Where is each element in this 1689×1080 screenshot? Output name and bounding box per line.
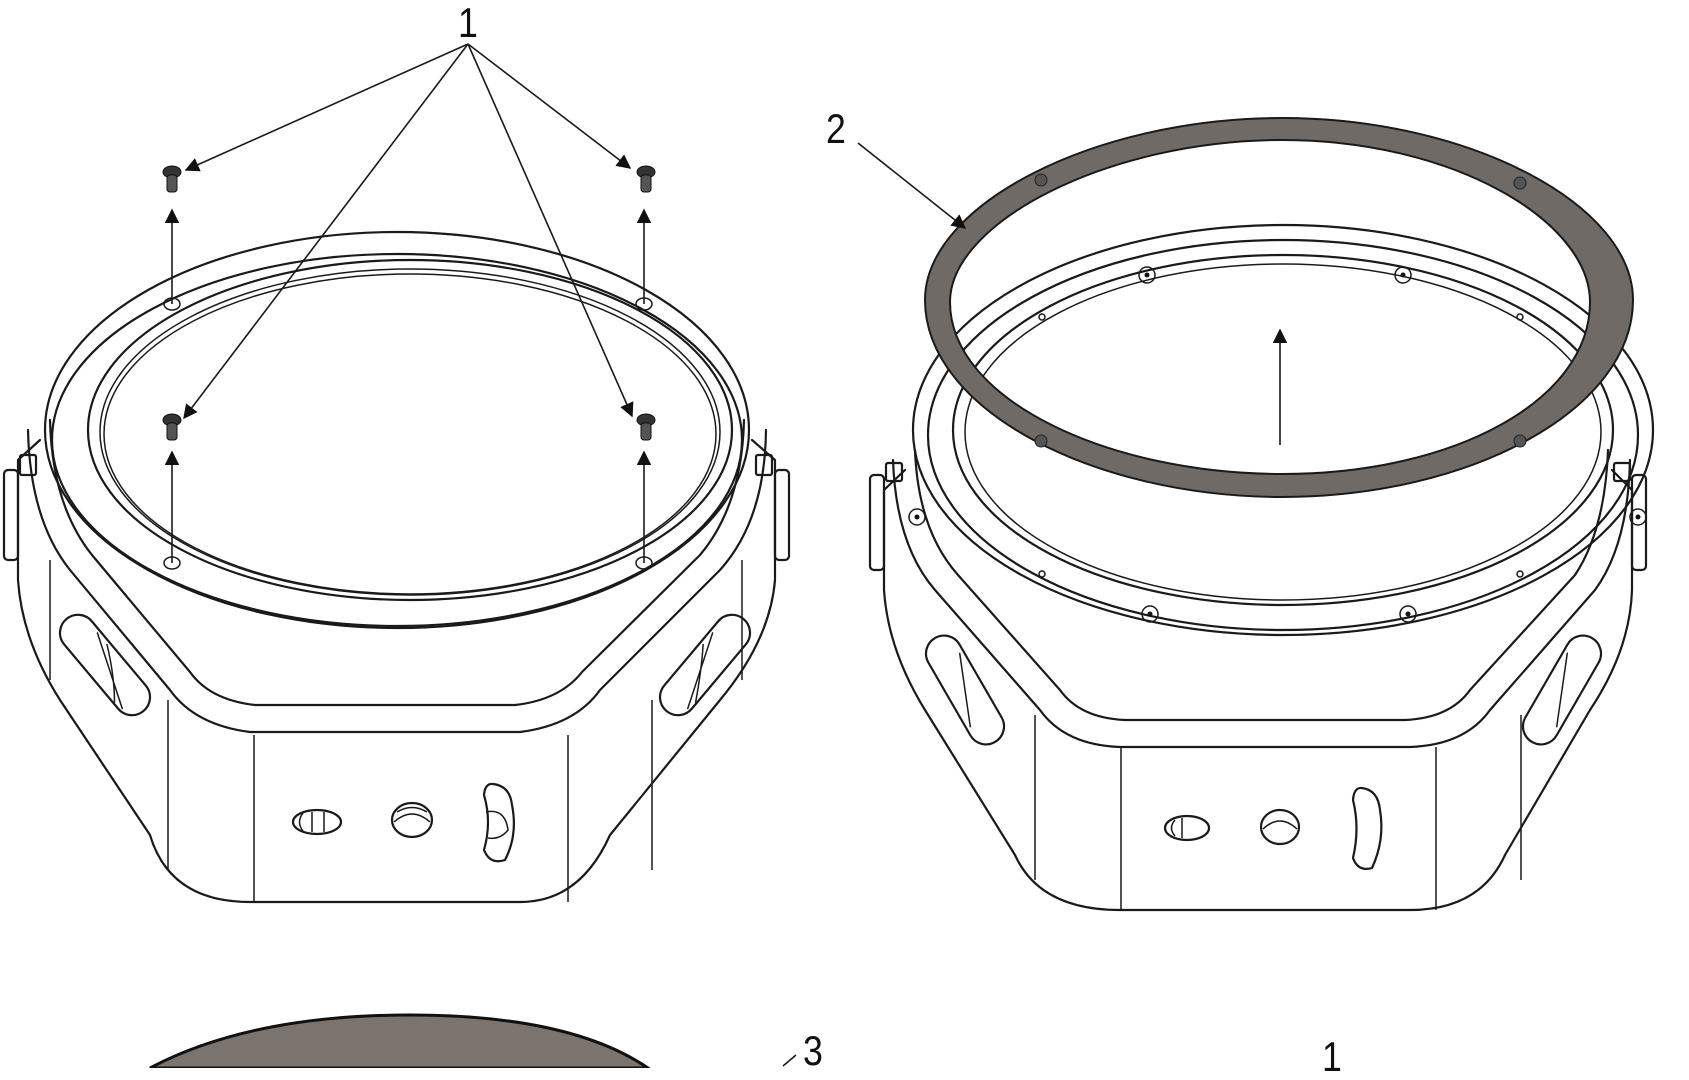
callout-1-leaders xyxy=(183,43,634,420)
left-fixture xyxy=(2,43,791,904)
bolt-bosses xyxy=(908,266,1647,623)
right-fixture xyxy=(857,116,1655,912)
front-disc-part-3 xyxy=(149,1013,797,1068)
callout-3-leader xyxy=(782,1054,797,1067)
callout-label-2: 2 xyxy=(826,105,846,152)
callout-label-3: 3 xyxy=(803,1027,823,1074)
callout-label-1-bottom: 1 xyxy=(1322,1033,1342,1080)
left-lens-ring xyxy=(86,258,734,602)
screw-icon xyxy=(162,165,182,193)
screw-icon xyxy=(162,413,182,441)
screw-icon xyxy=(636,413,656,441)
screw-icon xyxy=(636,165,656,193)
left-housing-outline xyxy=(16,438,777,904)
callout-2-leader xyxy=(857,142,967,229)
left-bezel-outer xyxy=(43,230,751,630)
front-ring-part-2 xyxy=(923,116,1635,499)
left-yoke-band xyxy=(26,428,768,734)
callout-label-1-top: 1 xyxy=(458,0,478,46)
